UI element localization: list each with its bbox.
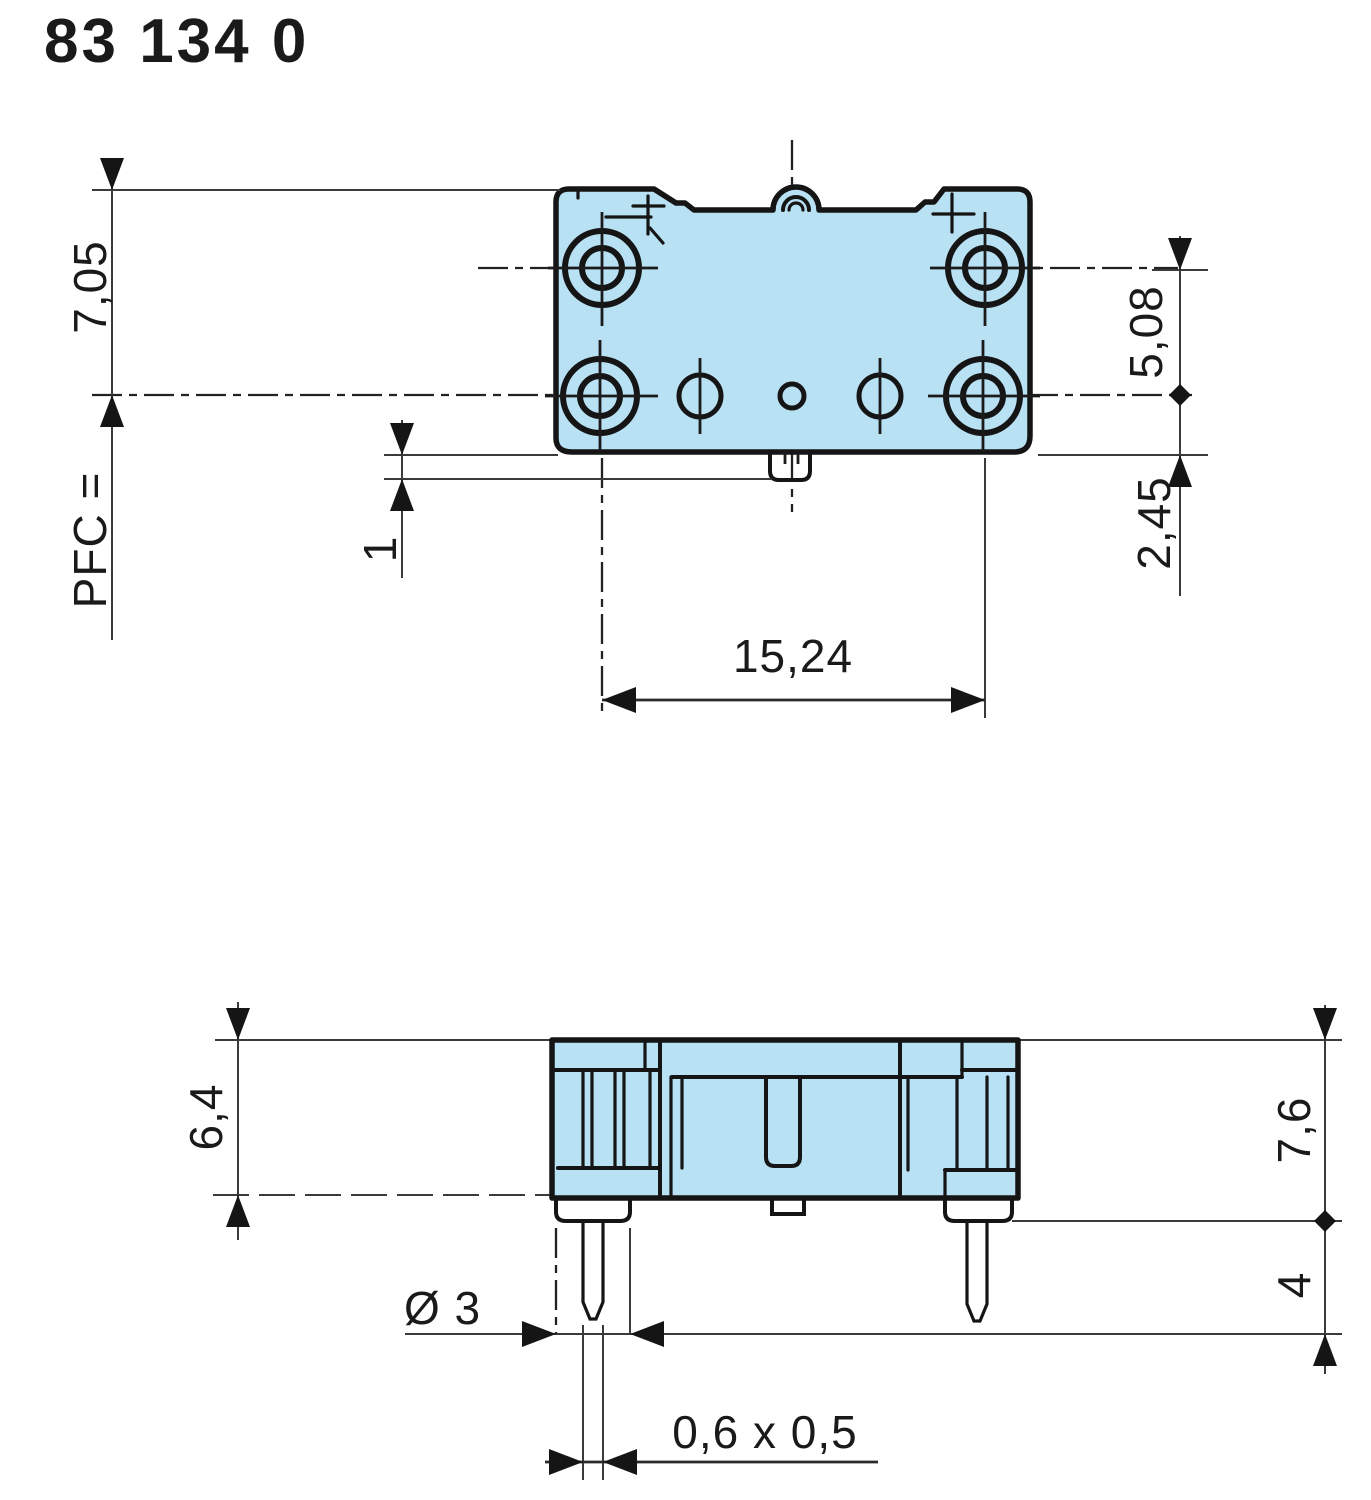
arrowhead [390,423,414,455]
arrowhead [226,1008,250,1040]
dim-total-height: 7,6 4 [1268,1005,1337,1374]
plunger-button [781,195,811,212]
plunger-arc-outer [781,195,811,212]
arrowhead [603,1449,637,1475]
arrowhead [630,1321,664,1347]
top-view: 7,05 PFC = 5,08 2,45 1 1 [64,140,1208,718]
side-view-internal-lines [550,1038,1020,1200]
arrowhead [1313,1334,1337,1366]
dim-label-0-6x0-5: 0,6 x 0,5 [672,1406,857,1458]
pfc-label: PFC = [64,472,116,609]
center-hole [777,381,807,411]
side-view: 6,4 7,6 4 Ø 3 0,6 x 0,5 [180,1002,1342,1480]
dim-boss-diameter: Ø 3 [404,1282,664,1347]
dim-label-5-08: 5,08 [1120,285,1172,379]
dim-label-7-05: 7,05 [64,240,116,334]
dim-hole-rows: 5,08 2,45 [1038,236,1208,596]
terminal-tab-outline [768,450,812,482]
dim-label-1: 1 [354,536,406,563]
plunger-arc-inner [787,201,805,212]
arrowhead [951,687,985,713]
arrowhead [522,1321,556,1347]
side-view-body [549,1037,1021,1201]
dim-pin-pitch: 15,24 [602,630,985,713]
dim-point [1314,1210,1336,1232]
dim-label-2-45: 2,45 [1128,476,1180,570]
top-view-body [553,184,1033,455]
arrowhead [549,1449,583,1475]
dim-height-to-pfc: 7,05 PFC = [64,158,560,640]
arrowhead [1168,238,1192,270]
top-view-terminal-tab [768,450,812,482]
side-view-terminal-tab [770,1196,806,1216]
dim-body-height: 6,4 [180,1002,250,1240]
right-pin [965,1219,989,1323]
dim-label-4: 4 [1268,1272,1320,1299]
arrowhead [1313,1008,1337,1040]
arrowhead [226,1195,250,1227]
part-number-title: 83 134 0 [44,7,309,76]
top-view-corner-details [576,187,976,245]
dim-label-7-6: 7,6 [1268,1097,1320,1164]
dim-tab-offset: 1 [354,420,772,578]
top-view-crosshairs [545,212,1040,452]
arrowhead [100,395,124,427]
left-pin [581,1219,605,1321]
arrowhead [390,479,414,511]
arrowhead [100,158,124,190]
dim-label-6-4: 6,4 [180,1084,232,1151]
detail-line [648,226,665,245]
arrowhead [602,687,636,713]
arrowhead [1168,455,1192,487]
center-slot [764,1075,802,1168]
dim-point [1169,384,1191,406]
dim-label-dia-3: Ø 3 [404,1282,481,1334]
left-pin-boss [554,1196,632,1223]
dim-label-15-24: 15,24 [733,630,853,682]
right-pin-boss [943,1196,1014,1223]
side-view-reference-lines [213,1039,1342,1480]
dim-pin-cross-section: 0,6 x 0,5 [545,1406,878,1475]
